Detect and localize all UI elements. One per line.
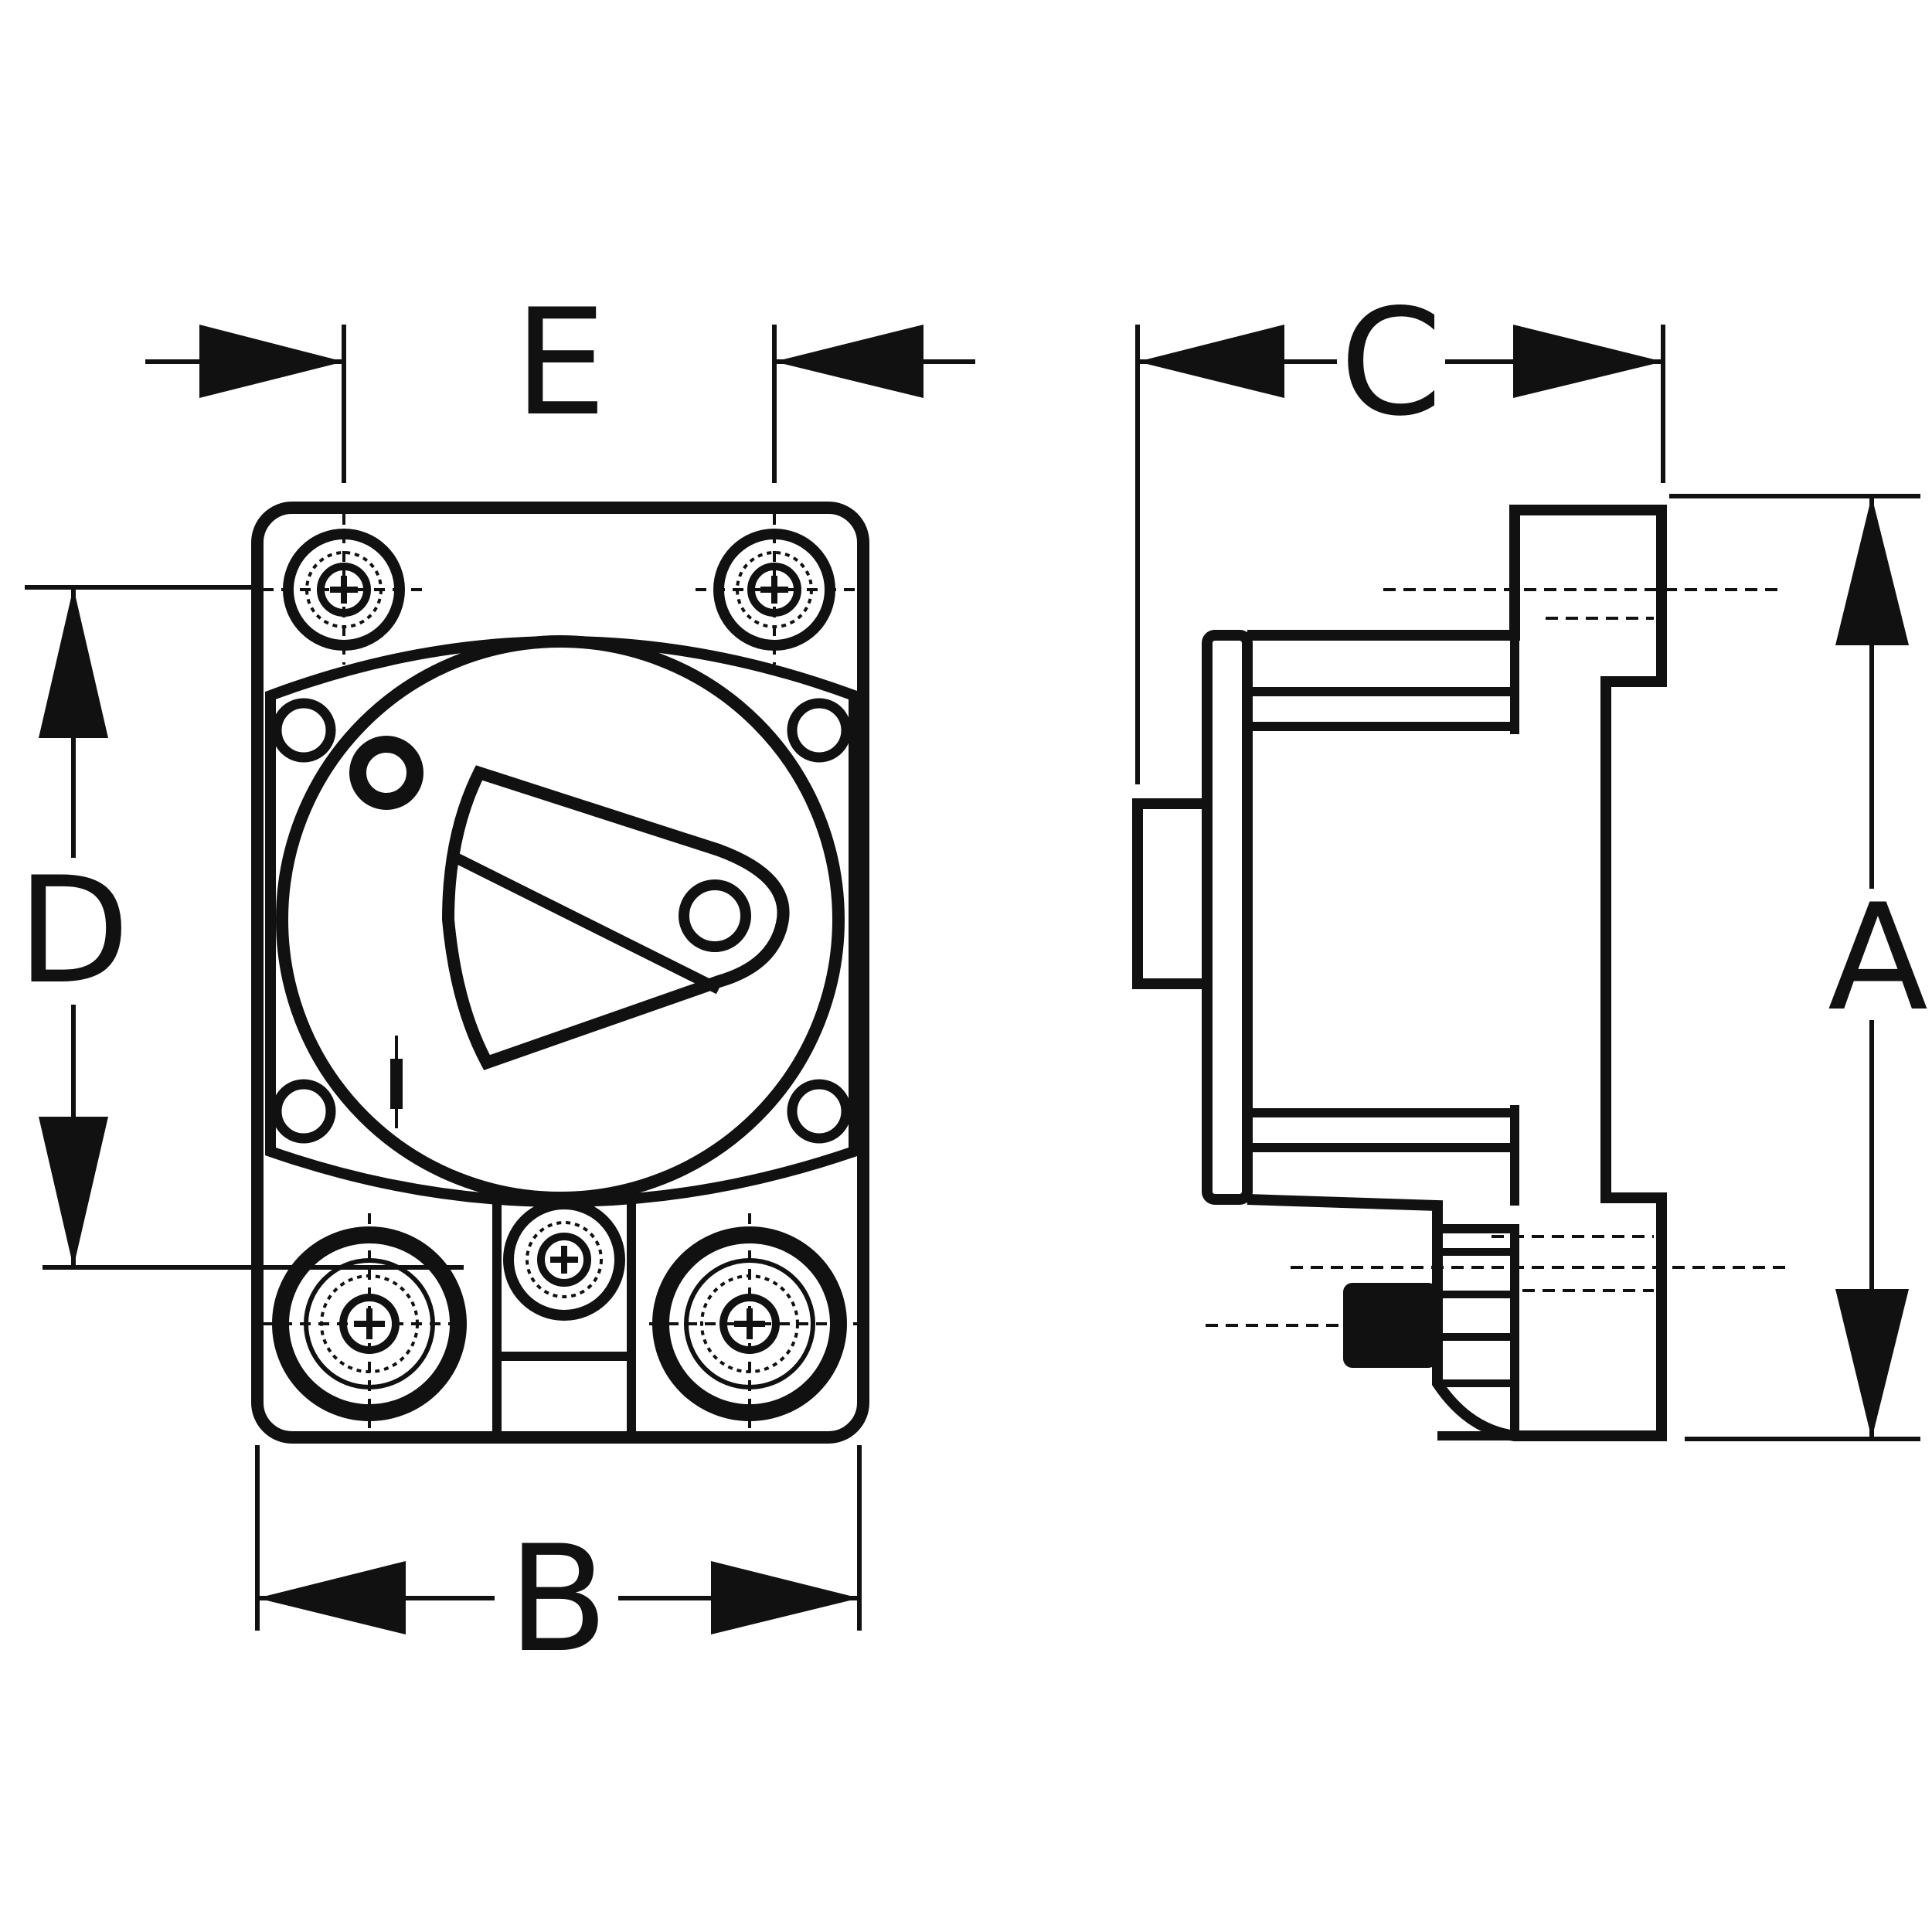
dim-label-d: D bbox=[17, 845, 130, 1016]
terminal-centerlines bbox=[263, 1213, 858, 1430]
side-handle-knob bbox=[1132, 798, 1213, 989]
dial-disc bbox=[276, 635, 845, 1204]
dim-e-arrow-left bbox=[199, 325, 344, 398]
front-dimensions bbox=[25, 325, 975, 1634]
flange-hole-top-right bbox=[787, 698, 852, 763]
dim-e-arrow-right bbox=[774, 325, 923, 398]
bottom-center-screw bbox=[509, 1204, 620, 1315]
dim-label-c: C bbox=[1340, 277, 1443, 448]
dim-label-a: A bbox=[1828, 872, 1928, 1043]
dim-b-arrow-left bbox=[257, 1561, 406, 1634]
dim-c-arrow-right bbox=[1513, 325, 1663, 398]
side-centerlines bbox=[1206, 588, 1793, 1327]
side-view bbox=[1132, 505, 1793, 1441]
side-terminal-nut bbox=[1437, 1224, 1519, 1440]
flange-hole-bottom-right bbox=[787, 1079, 852, 1144]
dim-label-b: B bbox=[508, 1514, 608, 1685]
dim-c-arrow-left bbox=[1138, 325, 1284, 398]
dim-d-arrow-bottom bbox=[39, 1117, 108, 1267]
rotary-handle-crease bbox=[453, 852, 722, 995]
side-face-plate bbox=[1202, 630, 1253, 1205]
dim-d-arrow-top bbox=[39, 587, 108, 738]
flange-hole-bottom-left bbox=[271, 1079, 336, 1144]
dial-flange bbox=[265, 636, 859, 1207]
dim-a-arrow-bottom bbox=[1835, 1289, 1909, 1439]
flange-hole-top-left bbox=[271, 698, 336, 763]
rotary-handle-pivot bbox=[679, 879, 751, 952]
side-terminal-stud bbox=[1343, 1283, 1437, 1368]
screw-centerlines bbox=[263, 514, 858, 665]
dim-a-arrow-top bbox=[1835, 496, 1909, 645]
front-view bbox=[251, 502, 869, 1444]
rotary-handle bbox=[441, 765, 790, 1070]
dim-label-e: E bbox=[514, 277, 607, 448]
front-body-outline bbox=[251, 502, 869, 1444]
reset-button bbox=[349, 736, 423, 810]
side-dimensions bbox=[1135, 325, 1920, 1441]
dim-b-arrow-right bbox=[711, 1561, 859, 1634]
